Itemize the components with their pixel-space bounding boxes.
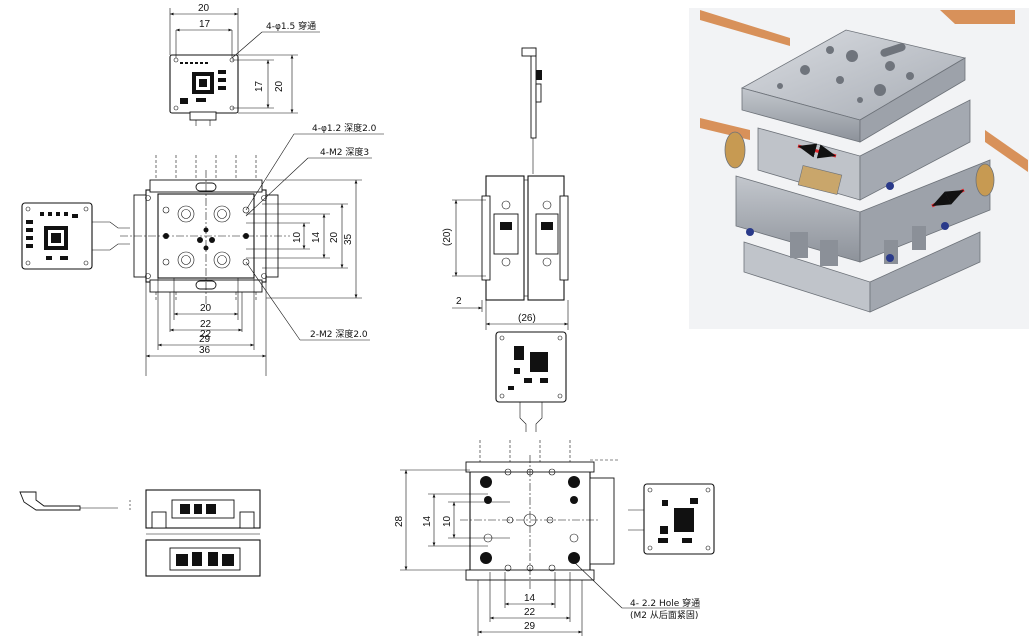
double-headed-arrow-icon bbox=[797, 143, 837, 159]
note-m2-depth3: 4-M2 深度3 bbox=[320, 146, 369, 158]
dim-bottom-h28: 28 bbox=[394, 515, 405, 527]
side-elevation-view: (20) 2 (26) bbox=[442, 160, 569, 330]
dim-main-w22b: 22 bbox=[200, 329, 212, 340]
dim-main-h20: 20 bbox=[329, 231, 340, 243]
thin-side-view bbox=[521, 47, 542, 160]
dim-top-height: 20 bbox=[274, 80, 285, 92]
right-pcb-view bbox=[628, 483, 715, 555]
dim-main-h35: 35 bbox=[343, 233, 354, 245]
note-m2-depth2: 2-M2 深度2.0 bbox=[310, 328, 368, 340]
dim-bottom-h10: 10 bbox=[442, 515, 453, 527]
dim-side-height: (20) bbox=[442, 228, 453, 246]
dim-top-width: 20 bbox=[198, 3, 210, 14]
dim-bottom-w14: 14 bbox=[524, 593, 536, 604]
dim-bottom-w29: 29 bbox=[524, 621, 536, 632]
note-mount-holes-2: (M2 从后面紧固) bbox=[630, 610, 698, 621]
main-top-view: 10 14 20 35 20 22 22 29 36 4-φ1.2 深度2.0 bbox=[120, 122, 384, 376]
note-through-holes: 4-φ1.5 穿通 bbox=[266, 20, 316, 32]
dim-bottom-h14: 14 bbox=[422, 515, 433, 527]
double-headed-arrow-icon bbox=[931, 188, 965, 208]
dim-main-w22: 22 bbox=[200, 319, 212, 330]
top-pcb-view: 20 17 20 17 4-φ1.5 穿通 bbox=[169, 3, 320, 126]
dim-side-depth: (26) bbox=[518, 313, 536, 324]
dim-bottom-w22: 22 bbox=[524, 607, 536, 618]
dim-main-w29: 29 bbox=[199, 334, 211, 345]
center-pcb-view bbox=[495, 331, 567, 432]
note-pin-holes: 4-φ1.2 深度2.0 bbox=[312, 122, 377, 134]
dim-side-offset: 2 bbox=[456, 296, 462, 307]
note-mount-holes-1: 4- 2.2 Hole 穿通 bbox=[630, 597, 700, 609]
dim-main-h10: 10 bbox=[292, 231, 303, 243]
dim-main-h14: 14 bbox=[311, 231, 322, 243]
bottom-view: 28 14 10 14 22 29 4- 2.2 Hole 穿通 (M2 从后面… bbox=[394, 440, 700, 636]
dim-top-inner-height: 17 bbox=[254, 80, 265, 92]
dim-main-w20: 20 bbox=[200, 303, 212, 314]
front-view bbox=[19, 489, 261, 577]
product-render bbox=[689, 8, 1029, 329]
dim-main-w36: 36 bbox=[199, 345, 211, 356]
dim-top-pitch: 17 bbox=[199, 19, 211, 30]
left-pcb-view bbox=[21, 202, 130, 270]
